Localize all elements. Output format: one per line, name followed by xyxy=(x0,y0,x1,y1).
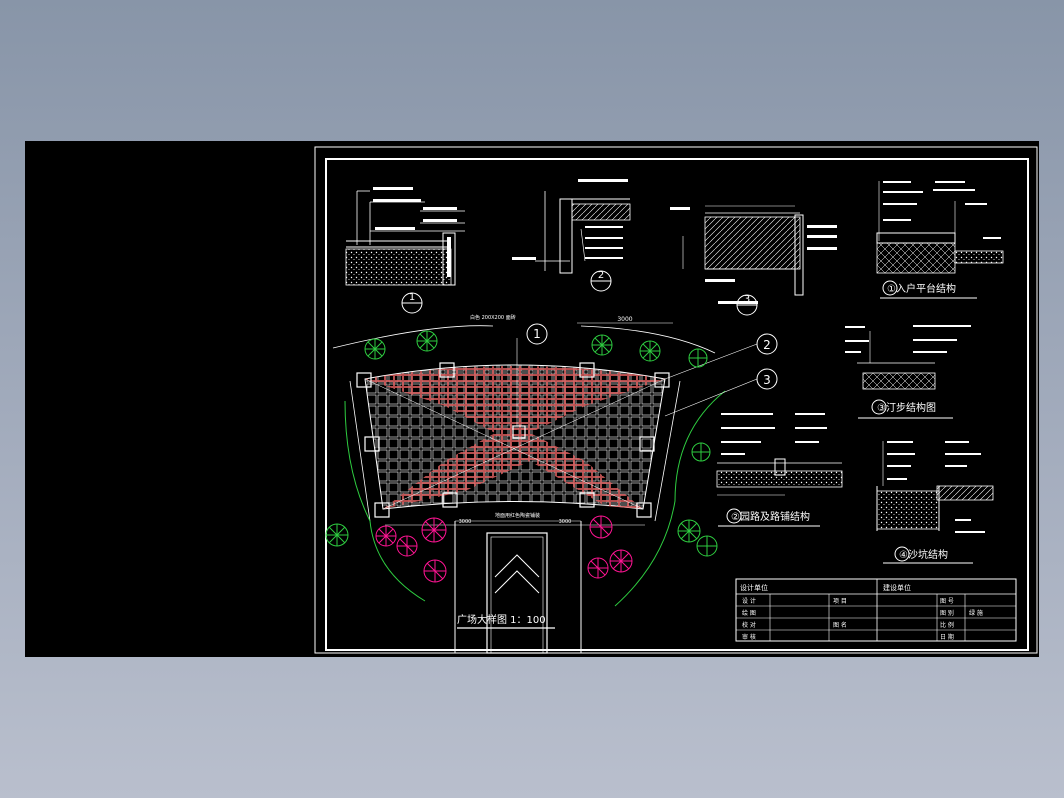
detail-title-3: ③汀步结构图 xyxy=(877,401,936,414)
tree-symbols-magenta xyxy=(375,515,633,583)
callout-2: 2 xyxy=(763,338,771,352)
detail-title-1: ①入户平台结构 xyxy=(887,282,956,295)
tree-symbols-green xyxy=(325,330,718,557)
section-detail-2: 2 xyxy=(512,179,631,292)
detail-entrance-platform: ①入户平台结构 xyxy=(876,181,1004,299)
title-drawing-type: 绿 施 xyxy=(969,609,983,617)
dimension-top: 3000 xyxy=(617,316,632,323)
plaza-plan: 3000 3000 3000 白色 200X200 面砖 地面用红色陶瓷铺装 1… xyxy=(325,314,778,654)
title-project: 项 目 xyxy=(833,598,847,605)
callout-3: 3 xyxy=(763,373,771,387)
detail-title-4: ④沙坑结构 xyxy=(899,548,948,561)
title-row-design: 设 计 xyxy=(742,597,756,605)
section-mark-3: 3 xyxy=(744,294,750,305)
title-row-draw: 绘 图 xyxy=(742,609,756,617)
title-label-type: 图 别 xyxy=(940,609,954,617)
outer-frame xyxy=(314,146,1038,654)
title-build-unit: 建设单位 xyxy=(883,583,911,592)
section-mark-2: 2 xyxy=(598,270,604,281)
title-design-unit: 设计单位 xyxy=(740,583,768,592)
title-label-number: 图 号 xyxy=(940,598,954,605)
title-label-date: 日 期 xyxy=(940,633,954,641)
detail-stepping-stone: ③汀步结构图 xyxy=(845,325,971,419)
dimension-right: 3000 xyxy=(559,519,572,525)
detail-garden-path: ②园路及路铺结构 xyxy=(716,413,843,527)
title-drawing-name: 图 名 xyxy=(833,621,847,629)
title-row-check: 校 对 xyxy=(742,621,756,629)
callout-1: 1 xyxy=(533,327,541,341)
plan-note-bottom: 地面用红色陶瓷铺装 xyxy=(495,512,540,519)
section-mark-1: 1 xyxy=(409,292,415,303)
section-detail-3: 3 xyxy=(670,205,837,316)
title-block: 设计单位 建设单位 设 计 绘 图 校 对 审 核 项 目 图 名 图 号 图 … xyxy=(735,578,1017,642)
plan-title: 广场大样图 1：100 xyxy=(457,613,546,626)
section-detail-1: 1 xyxy=(345,187,465,314)
detail-title-2: ②园路及路铺结构 xyxy=(731,510,810,523)
plan-note-top: 白色 200X200 面砖 xyxy=(470,314,516,321)
cad-drawing: 1 2 3 xyxy=(314,146,1038,654)
detail-sandpit: ④沙坑结构 xyxy=(876,441,994,564)
title-label-scale: 比 例 xyxy=(940,621,954,629)
inner-frame xyxy=(325,158,1029,651)
dimension-left: 3000 xyxy=(459,519,472,525)
cad-viewport[interactable]: 1 2 3 xyxy=(25,141,1039,657)
title-row-review: 审 核 xyxy=(742,633,756,641)
